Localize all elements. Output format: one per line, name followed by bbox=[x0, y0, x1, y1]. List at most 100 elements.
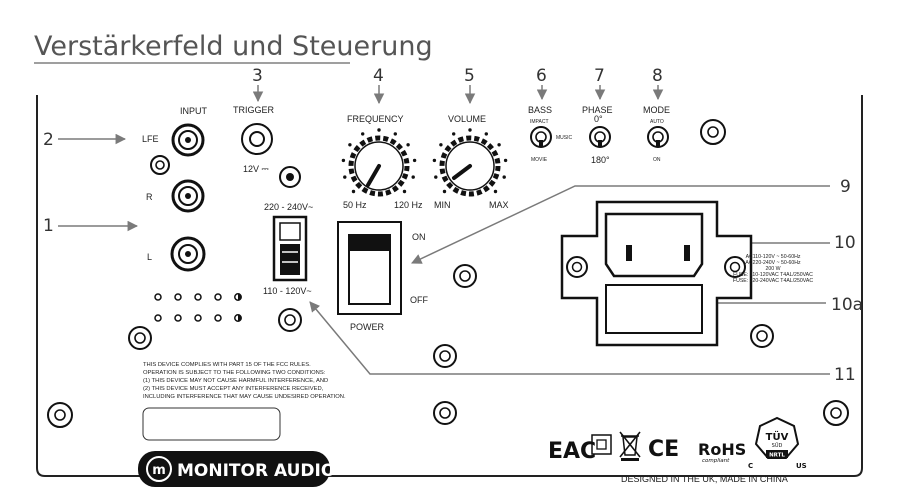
knob-tick bbox=[493, 189, 498, 194]
tuv-sud-nrtl-mark: TÜV SÜD NRTL C US bbox=[748, 416, 807, 470]
tuv-us: US bbox=[796, 462, 807, 470]
mode-label: MODE bbox=[643, 105, 670, 115]
knob-tick bbox=[402, 189, 407, 194]
trigger-voltage: 12V ⎓ bbox=[243, 164, 269, 174]
knob-tick bbox=[434, 175, 438, 179]
tuv-c: C bbox=[748, 462, 753, 470]
fuse-holder[interactable] bbox=[605, 284, 703, 334]
bass-impact-label: IMPACT bbox=[530, 119, 549, 125]
phase-switch[interactable] bbox=[589, 126, 611, 148]
mains-spec-line: AC110-120V ~ 50-60Hz bbox=[746, 254, 801, 260]
frequency-label: FREQUENCY bbox=[347, 114, 404, 124]
ce-mark: CE bbox=[648, 437, 679, 462]
input-label: INPUT bbox=[180, 106, 208, 116]
voltage-low-label: 110 - 120V~ bbox=[263, 286, 312, 296]
knob-tick bbox=[377, 128, 381, 132]
voltage-high-label: 220 - 240V~ bbox=[264, 202, 313, 212]
power-label: POWER bbox=[350, 322, 385, 332]
power-on-label: ON bbox=[412, 232, 426, 242]
screw-right-mid bbox=[750, 324, 774, 348]
fcc-line: THIS DEVICE COMPLIES WITH PART 15 OF THE… bbox=[143, 362, 311, 368]
frequency-knob[interactable] bbox=[348, 135, 410, 197]
fcc-notice: THIS DEVICE COMPLIES WITH PART 15 OF THE… bbox=[143, 362, 346, 400]
fcc-line: (2) THIS DEVICE MUST ACCEPT ANY INTERFER… bbox=[143, 386, 324, 392]
fcc-line: (1) THIS DEVICE MAY NOT CAUSE HARMFUL IN… bbox=[143, 378, 328, 384]
bass-movie-label: MOVIE bbox=[531, 157, 548, 163]
knob-tick bbox=[348, 143, 352, 147]
mains-spec-line: FUSE: 220-240VAC T4AL/250VAC bbox=[733, 278, 813, 284]
screw-trigger bbox=[279, 166, 301, 188]
phase-label: PHASE bbox=[582, 105, 613, 115]
tuv-text: TÜV bbox=[766, 429, 789, 443]
callout-2: 2 bbox=[43, 130, 54, 150]
phase-180-label: 180° bbox=[591, 155, 610, 165]
lfe-input-jack[interactable] bbox=[171, 123, 205, 157]
knob-tick bbox=[502, 175, 506, 179]
power-switch[interactable] bbox=[337, 221, 402, 315]
eac-mark: EAC bbox=[548, 439, 596, 464]
knob-tick bbox=[341, 158, 346, 163]
weee-bin-icon bbox=[619, 431, 641, 461]
screw-bottom-left bbox=[47, 402, 73, 428]
callout-3: 3 bbox=[252, 66, 263, 86]
fcc-line: OPERATION IS SUBJECT TO THE FOLLOWING TW… bbox=[143, 370, 326, 376]
fcc-line: INCLUDING INTERFERENCE THAT MAY CAUSE UN… bbox=[143, 394, 346, 400]
frequency-min-label: 50 Hz bbox=[343, 200, 367, 210]
r-label: R bbox=[146, 192, 153, 202]
mains-spec-line: AC220-240V ~ 50-60Hz bbox=[745, 260, 801, 266]
knob-tick bbox=[468, 128, 472, 132]
bass-music-label: MUSIC bbox=[556, 135, 573, 141]
bass-switch[interactable] bbox=[530, 126, 552, 148]
volume-max-label: MAX bbox=[489, 200, 509, 210]
origin-text: DESIGNED IN THE UK, MADE IN CHINA bbox=[621, 474, 788, 484]
l-label: L bbox=[147, 252, 152, 262]
r-input-jack[interactable] bbox=[171, 179, 205, 213]
vent-holes bbox=[154, 293, 222, 322]
frequency-max-label: 120 Hz bbox=[394, 200, 423, 210]
knob-tick bbox=[406, 143, 410, 147]
volume-min-label: MIN bbox=[434, 200, 451, 210]
trigger-jack[interactable] bbox=[241, 123, 273, 155]
knob-tick bbox=[484, 132, 488, 136]
knob-tick bbox=[432, 158, 437, 163]
logo-mark: m bbox=[152, 463, 166, 478]
callout-10: 10 bbox=[834, 233, 856, 253]
mode-switch[interactable] bbox=[647, 126, 669, 148]
mode-auto-label: AUTO bbox=[650, 119, 664, 125]
mains-spec-line: FUSE: 110-120VAC T4AL/250VAC bbox=[733, 272, 813, 278]
screw-top-right bbox=[700, 119, 726, 145]
callout-6: 6 bbox=[536, 66, 547, 86]
nrtl-text: NRTL bbox=[769, 453, 785, 459]
volume-knob[interactable] bbox=[439, 135, 501, 197]
callout-8: 8 bbox=[652, 66, 663, 86]
callout-9-arrow bbox=[411, 185, 830, 264]
screw-left-mid bbox=[128, 326, 152, 350]
callout-9: 9 bbox=[840, 177, 851, 197]
callout-4: 4 bbox=[373, 66, 384, 86]
callout-10a: 10a bbox=[831, 295, 863, 315]
screw-lower-middle bbox=[433, 344, 457, 368]
screw-input-side bbox=[150, 155, 170, 175]
knob-tick bbox=[439, 143, 443, 147]
voltage-selector-switch[interactable] bbox=[272, 215, 308, 282]
knob-tick bbox=[412, 158, 417, 163]
page-title: Verstärkerfeld und Steuerung bbox=[34, 31, 433, 62]
iec-mains-socket[interactable] bbox=[604, 212, 704, 278]
trigger-label: TRIGGER bbox=[233, 105, 275, 115]
callout-11: 11 bbox=[834, 365, 856, 385]
serial-label-area bbox=[142, 407, 281, 441]
screw-voltage bbox=[278, 308, 302, 332]
l-input-jack[interactable] bbox=[170, 236, 206, 272]
mains-specs: AC110-120V ~ 50-60Hz AC220-240V ~ 50-60H… bbox=[733, 254, 813, 284]
knob-tick bbox=[497, 143, 501, 147]
tuv-sud-text: SÜD bbox=[772, 442, 783, 449]
callout-group: 2 1 3 4 5 6 7 8 9 10 10a 11 bbox=[43, 66, 863, 385]
knob-tick bbox=[442, 189, 447, 194]
brand-name: MONITOR AUDIO bbox=[177, 461, 335, 481]
callout-11-arrow bbox=[309, 301, 830, 375]
callout-5: 5 bbox=[464, 66, 475, 86]
rohs-mark: RoHS bbox=[698, 440, 746, 459]
vent-half-holes bbox=[234, 293, 242, 322]
knob-tick bbox=[393, 132, 397, 136]
